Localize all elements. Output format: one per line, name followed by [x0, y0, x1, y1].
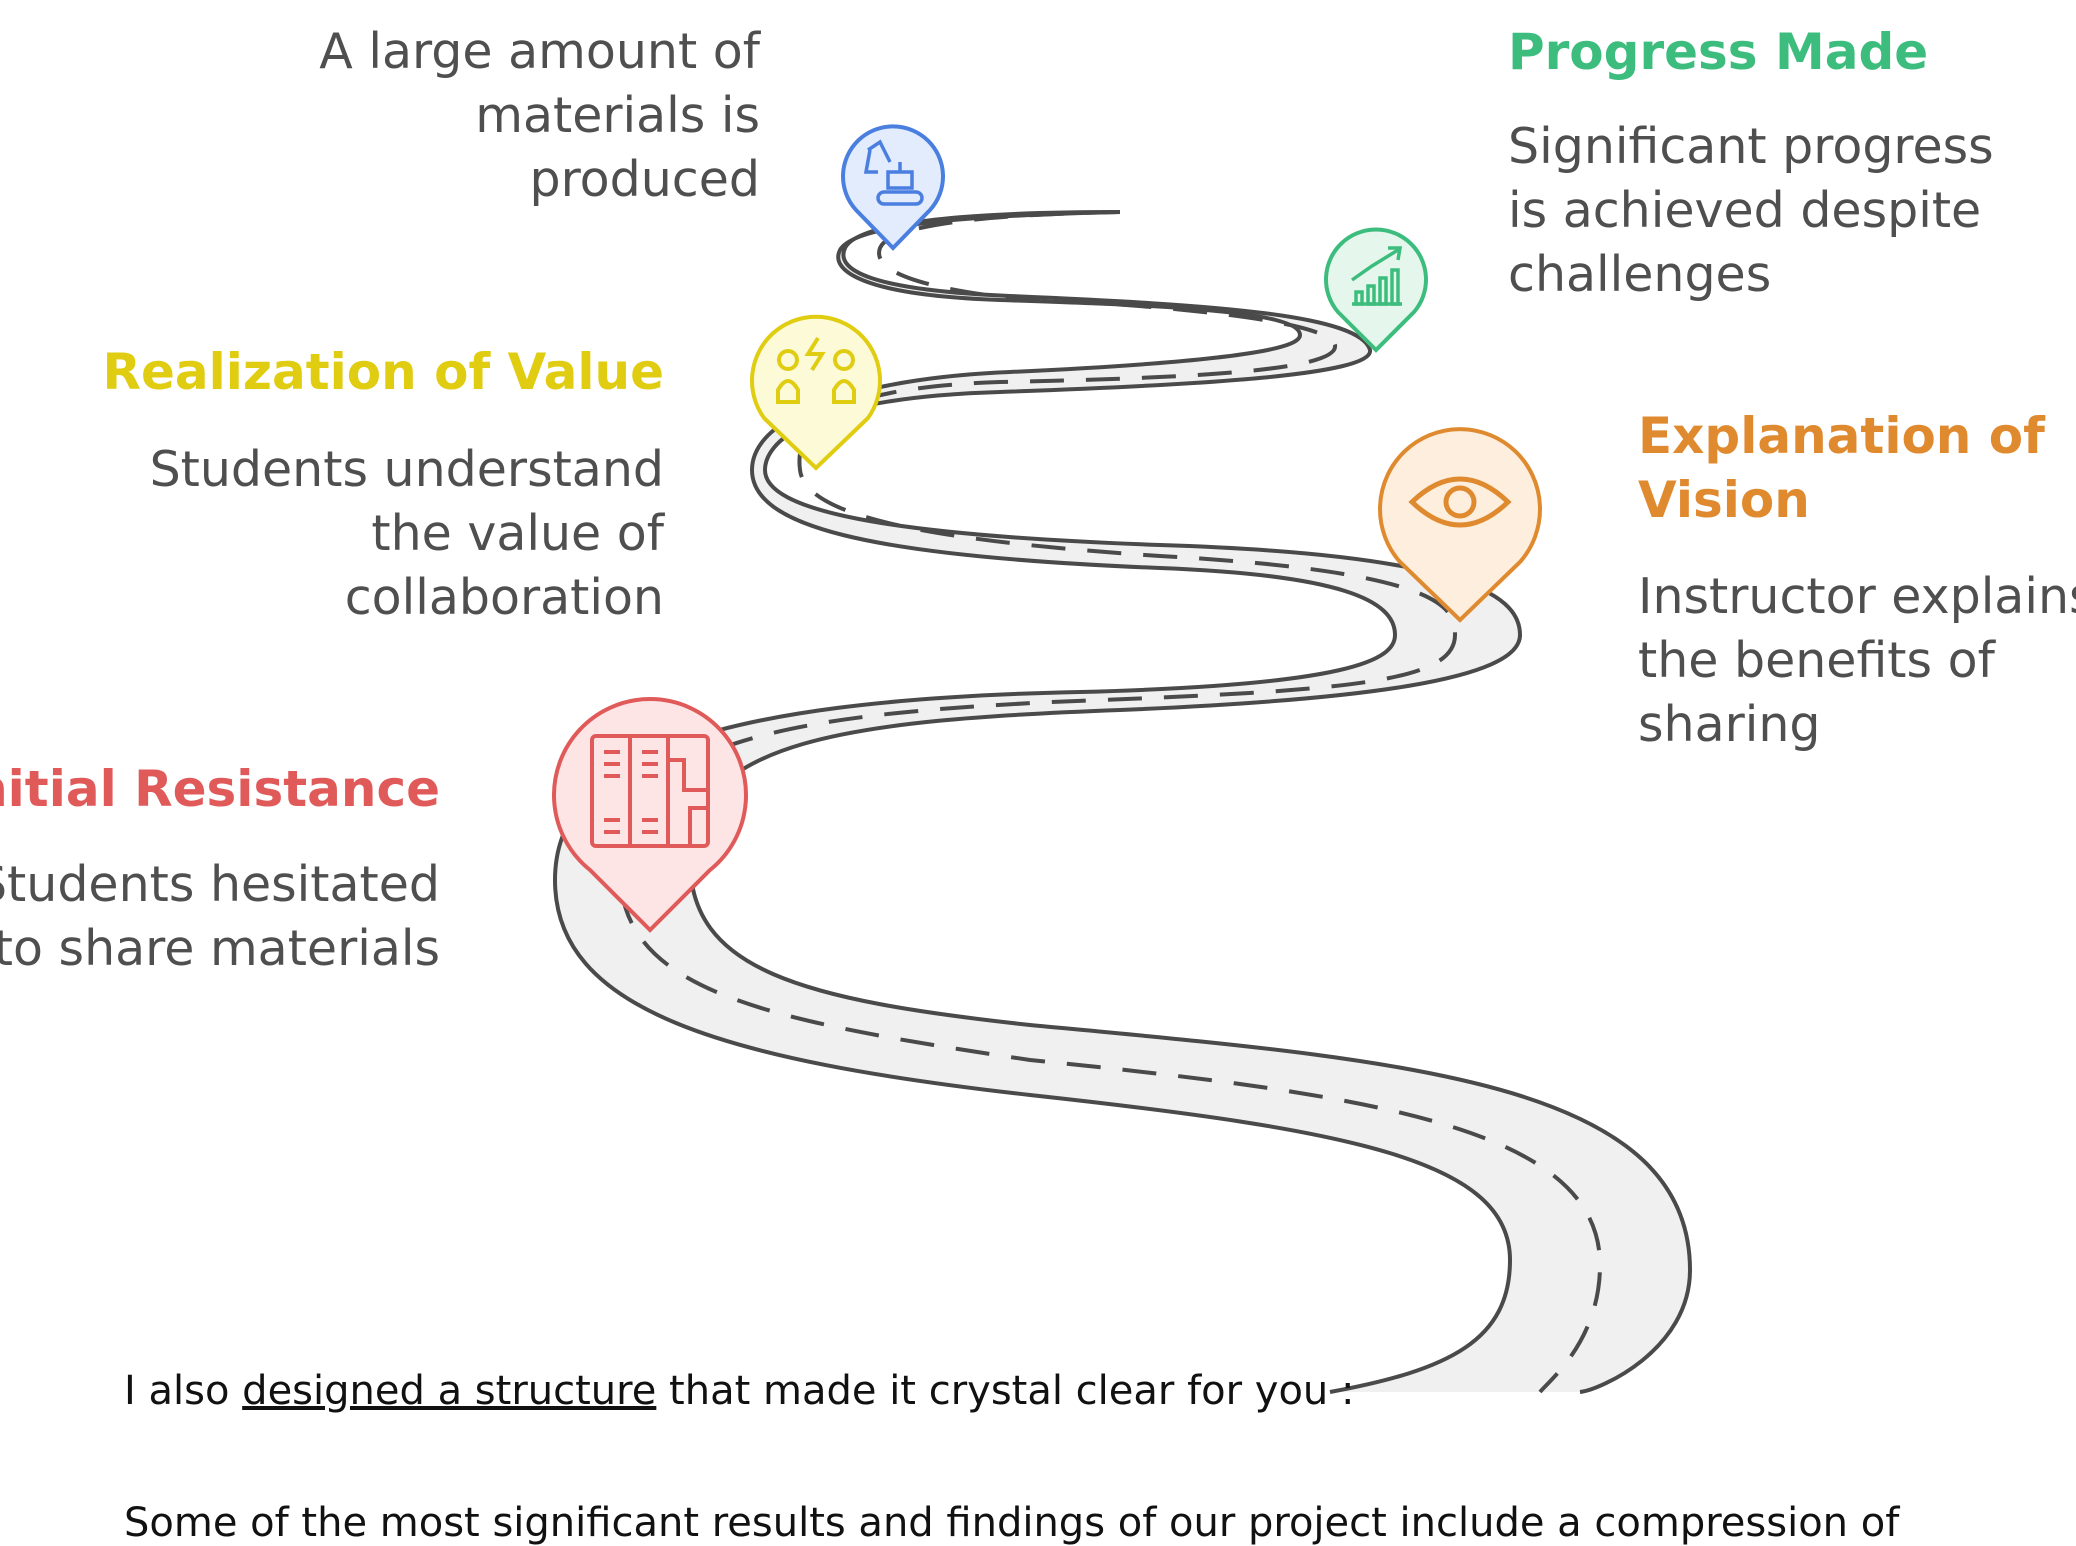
- excavator-icon: [863, 139, 924, 206]
- desc-line: sharing: [1638, 696, 1821, 753]
- milestone-desc-materials-produced: A large amount of materials is produced: [319, 20, 760, 212]
- footer-paragraph: Some of the most significant results and…: [124, 1500, 1900, 1546]
- map-pin-materials-produced: [841, 124, 945, 251]
- desc-line: produced: [529, 151, 760, 208]
- desc-line: challenges: [1508, 246, 1772, 303]
- map-pin-progress-made: [1324, 227, 1428, 353]
- desc-line: is achieved despite: [1508, 182, 1982, 239]
- desc-line: the benefits of: [1638, 632, 1995, 689]
- title-line: Explanation of: [1638, 407, 2045, 465]
- collaboration-icon: [776, 336, 856, 404]
- title-line: Vision: [1638, 471, 1810, 529]
- footer-prefix: I also: [124, 1368, 243, 1414]
- lockers-icon: [590, 734, 710, 848]
- desc-line: collaboration: [344, 569, 664, 626]
- milestone-desc-progress-made: Significant progress is achieved despite…: [1508, 115, 1994, 307]
- milestone-title-realization-of-value: Realization of Value: [102, 343, 664, 401]
- desc-line: Students hesitated: [0, 856, 440, 913]
- desc-line: materials is: [475, 87, 760, 144]
- map-pin-initial-resistance: [552, 697, 748, 933]
- desc-line: A large amount of: [319, 23, 760, 80]
- map-pin-realization-of-value: [750, 314, 882, 471]
- growth-chart-icon: [1350, 246, 1403, 306]
- desc-line: Significant progress: [1508, 118, 1994, 175]
- map-pin-explanation-of-vision: [1378, 427, 1542, 623]
- desc-line: to share materials: [0, 920, 440, 977]
- eye-icon: [1408, 476, 1512, 528]
- milestone-desc-initial-resistance: Students hesitated to share materials: [0, 853, 440, 981]
- desc-line: the value of: [371, 505, 664, 562]
- footer-sentence: I also designed a structure that made it…: [124, 1368, 1354, 1414]
- milestone-title-explanation-of-vision: Explanation of Vision: [1638, 404, 2045, 532]
- milestone-desc-realization-of-value: Students understand the value of collabo…: [150, 438, 664, 630]
- desc-line: Instructor explains: [1638, 568, 2076, 625]
- milestone-desc-explanation-of-vision: Instructor explains the benefits of shar…: [1638, 565, 2076, 757]
- designed-structure-link[interactable]: designed a structure: [242, 1368, 657, 1414]
- milestone-title-initial-resistance: Initial Resistance: [0, 760, 440, 818]
- footer-suffix: that made it crystal clear for you :: [656, 1368, 1355, 1414]
- desc-line: Students understand: [149, 441, 664, 498]
- milestone-title-progress-made: Progress Made: [1508, 23, 1929, 81]
